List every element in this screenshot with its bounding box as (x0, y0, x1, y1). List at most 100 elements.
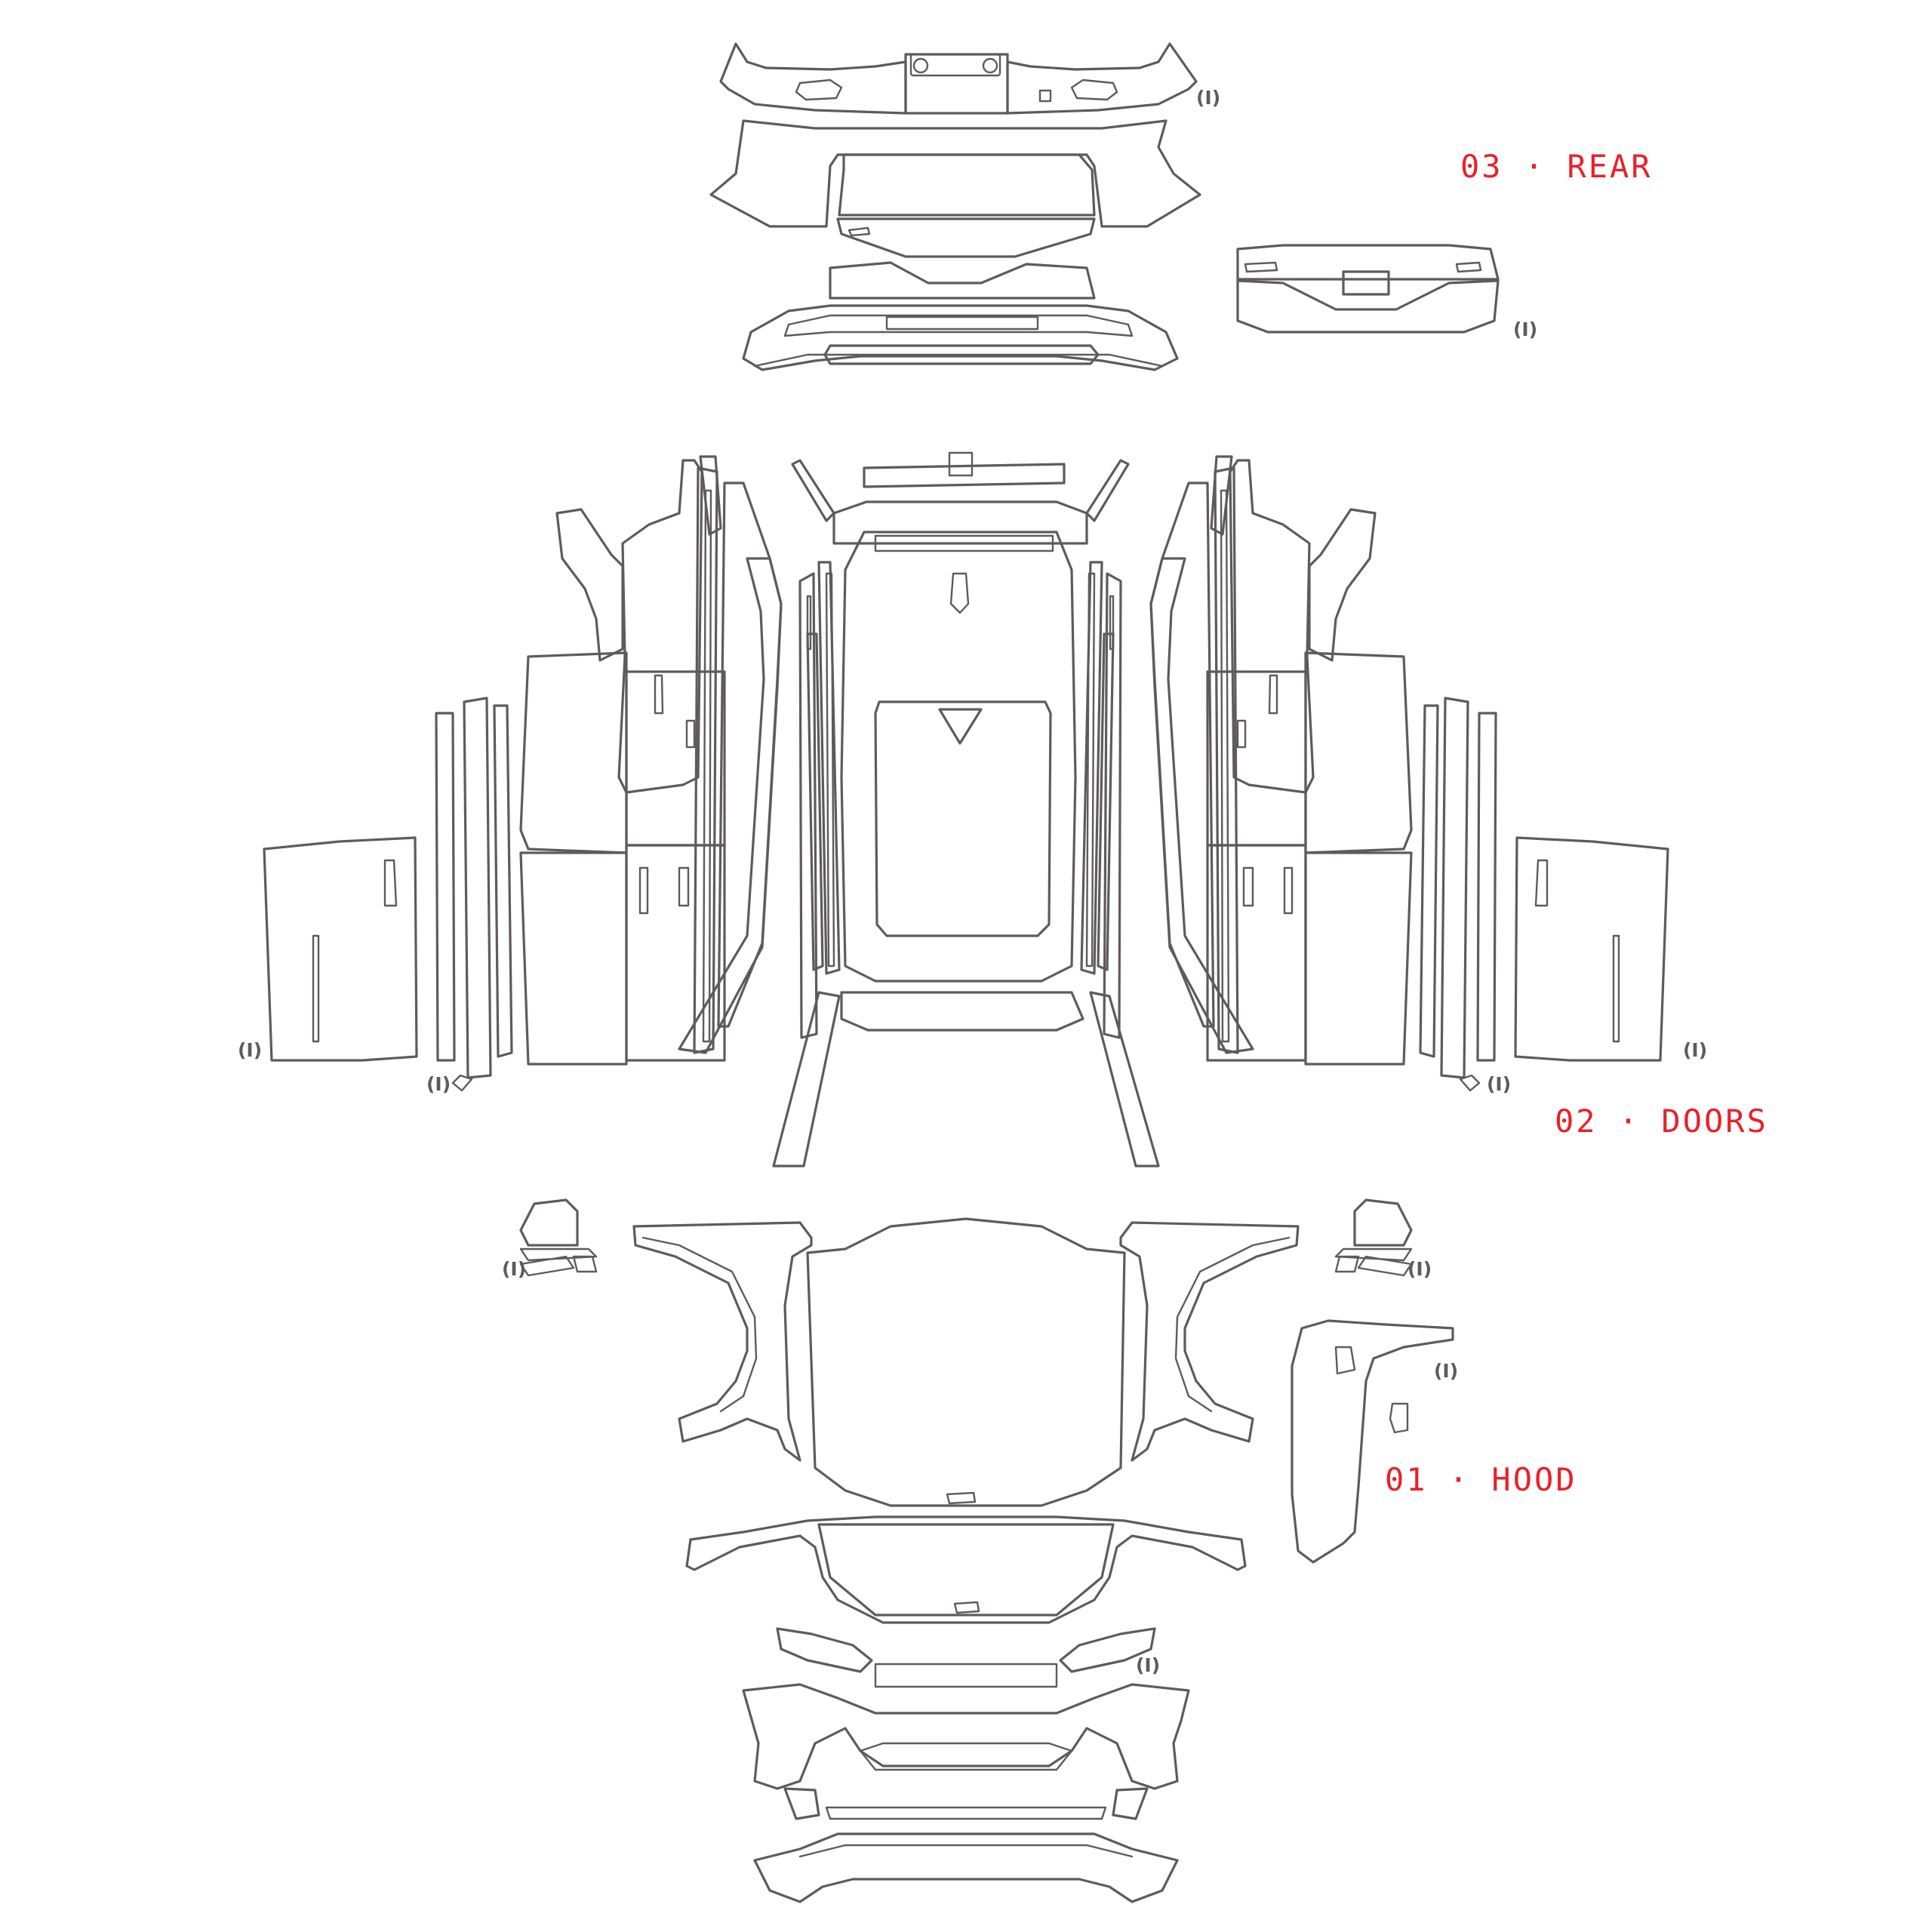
rear-spoiler-badge-plate (909, 53, 1001, 77)
front-bumper-corner-left (783, 1787, 820, 1820)
left-front-fender (632, 1221, 813, 1462)
rear-spoiler-center (904, 53, 1009, 115)
right-front-fender (1119, 1221, 1300, 1462)
windshield-sensor-mount (948, 451, 974, 477)
section-label-rear: 03 · REAR (1460, 148, 1653, 185)
left-rocker-strip-2 (463, 697, 492, 1079)
front-bumper-lower-intake (859, 1742, 1073, 1771)
left-front-door-outer (263, 836, 418, 1062)
rear-light-right-cutout (1070, 78, 1118, 101)
hood-logo-cutout (946, 1491, 977, 1505)
rear-bumper-step-strip (885, 315, 1039, 331)
rear-tailgate-trim-bottom (1236, 279, 1500, 334)
section-label-doors: 02 · DOORS (1555, 1103, 1768, 1140)
right-roof-rail-strip-3 (1103, 572, 1122, 1039)
right-fender-side-panel (1291, 1319, 1454, 1564)
rear-bumper-upper (829, 261, 1096, 300)
right-rear-pillar-tall (1210, 455, 1233, 536)
left-roof-rail-strip-2 (825, 572, 835, 968)
c-pillar-left-lower (772, 991, 841, 1168)
rear-sensor-left (912, 57, 929, 74)
right-rear-door-upper (1304, 651, 1413, 854)
front-bumper-top (685, 1515, 1247, 1624)
right-front-door-lower (1206, 844, 1307, 1062)
left-rocker-foot (451, 1074, 473, 1092)
front-center-strip (874, 1663, 1058, 1688)
left-rear-door-lower (519, 851, 628, 1066)
right-front-door-handle (1236, 719, 1247, 749)
rear-bumper-lower-strip (823, 344, 1100, 365)
rear-sensor-right (982, 57, 998, 74)
sunroof-cutout (874, 700, 1052, 937)
rear-small-square (1038, 89, 1052, 103)
marker-door-left-outer: (I) (238, 1039, 262, 1061)
left-rocker-strip-3 (493, 704, 513, 1058)
right-mirror-cap (1353, 1198, 1413, 1247)
rear-spoiler-left (719, 42, 907, 115)
left-rear-pillar-tall (699, 455, 722, 536)
right-mirror-lower-1 (1334, 1247, 1413, 1262)
rear-spoiler-right (1006, 42, 1198, 115)
right-fender-lower-cutout (1389, 1402, 1409, 1434)
right-c-pillar-strip (1214, 466, 1239, 1054)
rear-badge-left-cutout (1244, 261, 1278, 273)
c-pillar-right-lower (1089, 991, 1160, 1168)
front-bumper-main (742, 1683, 1190, 1790)
roof-rear-header (840, 991, 1084, 1032)
left-roof-rail-strip-4 (806, 632, 824, 971)
right-rear-door-lower (1304, 851, 1413, 1066)
front-bumper-corner-right (1112, 1787, 1149, 1820)
right-mirror-lower-3 (1334, 1255, 1360, 1273)
rear-light-left-cutout (795, 78, 843, 101)
right-rocker-strip-1 (1476, 712, 1497, 1062)
left-front-door-handle-2 (638, 866, 649, 915)
hood-panel (806, 1217, 1126, 1507)
left-mirror-lower-1 (519, 1247, 598, 1262)
left-outer-door-handle-cutout (383, 859, 398, 907)
right-outer-door-badge (1612, 934, 1620, 1043)
left-mirror-lower-3 (572, 1255, 598, 1273)
right-door-handle-lower (1242, 866, 1254, 907)
rear-handle-cutout (848, 226, 871, 237)
marker-mirror-right: (I) (1407, 1258, 1432, 1280)
a-pillar-left (791, 459, 835, 522)
a-pillar-right (1085, 459, 1130, 522)
marker-rear-tailgate: (I) (1513, 318, 1537, 340)
left-c-pillar-strip (693, 466, 718, 1054)
rear-section (709, 42, 1500, 371)
rear-glass-lower (836, 217, 1096, 258)
right-rear-door-handle (1268, 674, 1278, 715)
shark-fin-antenna-cutout (949, 572, 970, 614)
left-rocker-strip-1 (435, 712, 456, 1062)
doors-section (263, 451, 1669, 1168)
right-rocker-strip-2 (1440, 697, 1469, 1079)
right-b-pillar-diagonal (1149, 557, 1254, 1054)
right-outer-door-handle-cutout (1534, 859, 1549, 907)
marker-door-right-outer: (I) (1683, 1039, 1707, 1061)
right-c-pillar-inner (1220, 489, 1230, 1043)
rear-liftgate-panel (709, 119, 1201, 228)
marker-mirror-left: (I) (502, 1258, 526, 1280)
right-fender-upper-cutout (1334, 1346, 1356, 1375)
windshield-top-strip (863, 463, 1066, 488)
rear-license-plate-cutout (1342, 270, 1390, 296)
left-front-door-lower (625, 844, 726, 1062)
right-front-door-handle-2 (1283, 866, 1294, 915)
roof-panel (840, 531, 1077, 983)
left-b-pillar-diagonal (678, 557, 783, 1054)
marker-door-left-sill: (I) (426, 1073, 451, 1095)
right-roof-rail-strip-1 (1080, 561, 1103, 975)
left-roof-rail-strip-3 (798, 572, 818, 1039)
left-rear-door-handle (654, 674, 664, 715)
front-lower-valance (753, 1832, 1179, 1903)
hood-section (519, 1198, 1454, 1903)
rear-tailgate-trim-top (1236, 244, 1500, 281)
front-grille-panel (817, 1523, 1115, 1617)
left-roof-rail-strip-1 (817, 561, 841, 975)
front-grille-logo-cutout (953, 1601, 980, 1614)
left-outer-door-badge (312, 934, 320, 1043)
marker-door-right-sill: (I) (1487, 1073, 1511, 1095)
section-label-hood: 01 · HOOD (1385, 1461, 1577, 1498)
right-mirror-lower-2 (1357, 1255, 1413, 1277)
